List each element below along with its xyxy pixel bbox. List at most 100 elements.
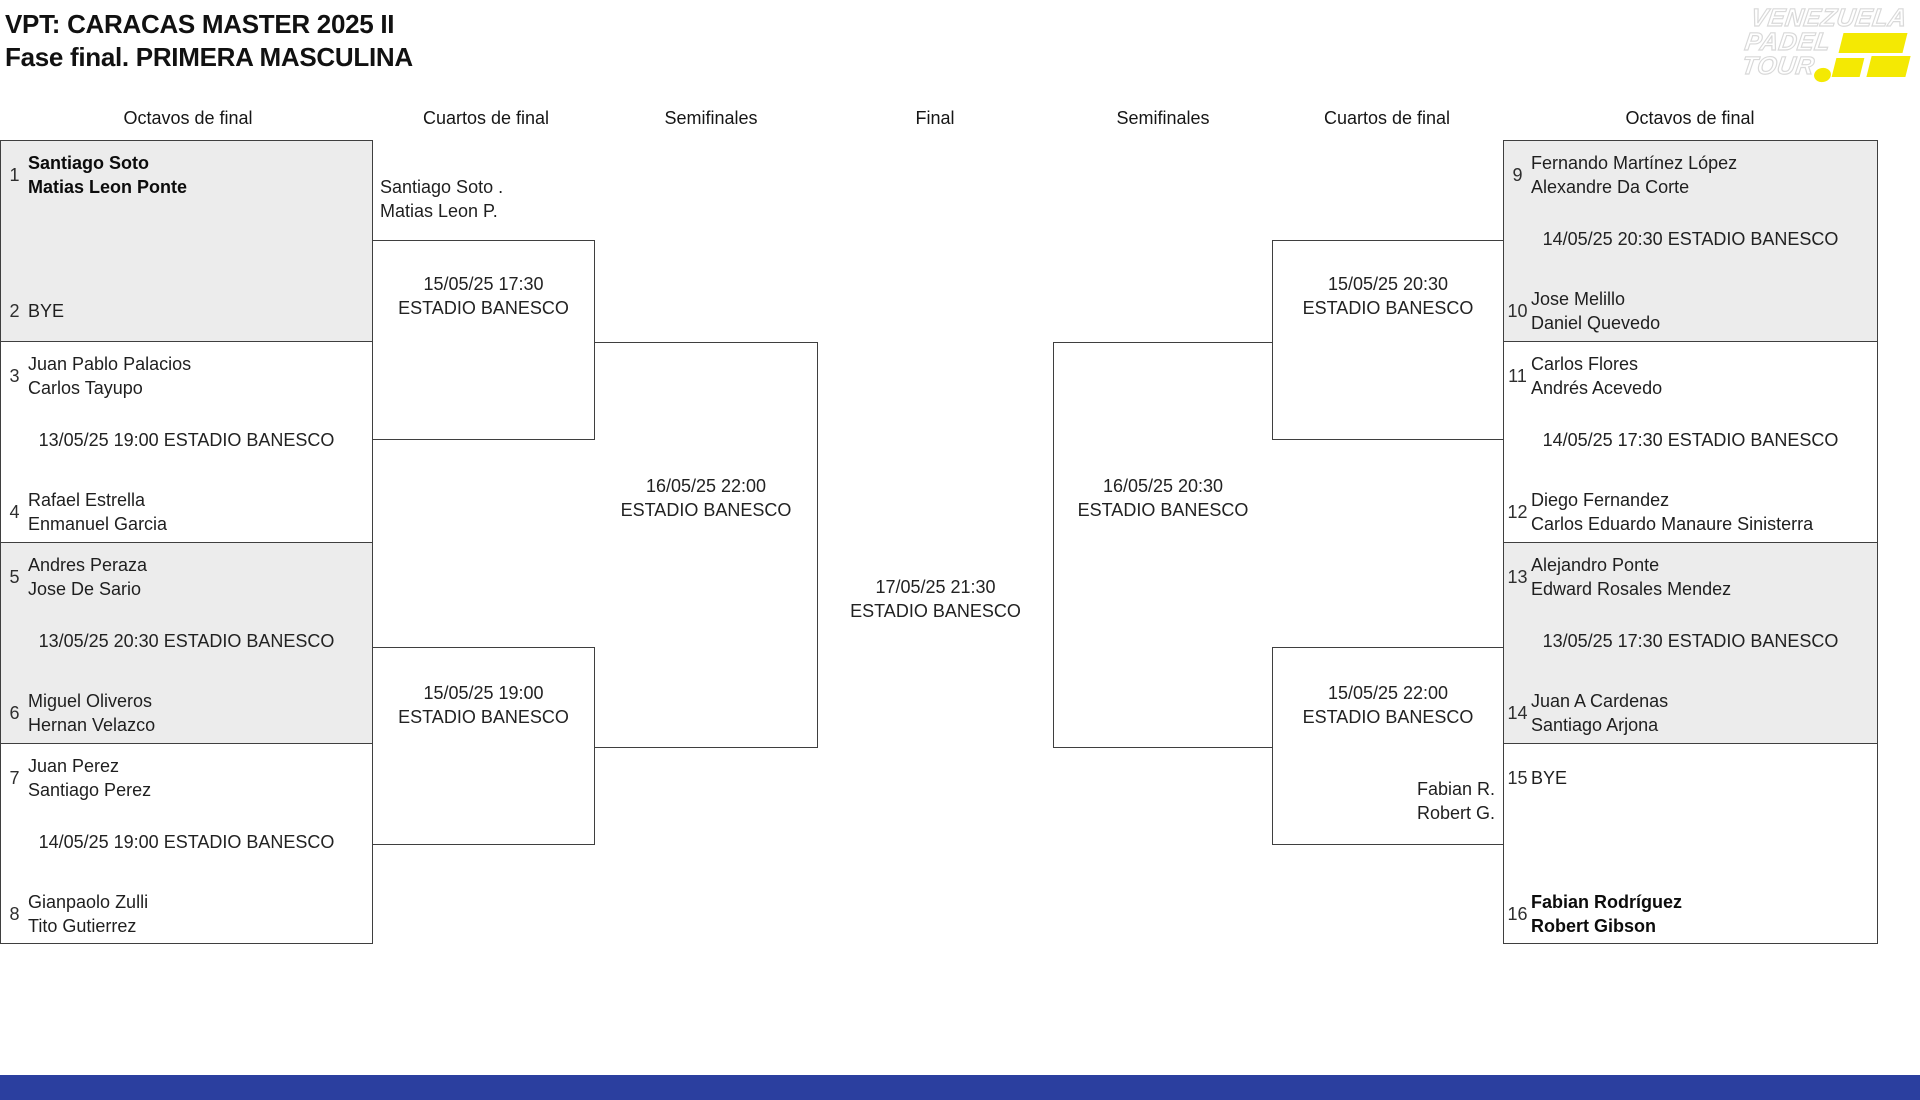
player-name: Jose Melillo — [1531, 289, 1626, 309]
page-subtitle: Fase final. PRIMERA MASCULINA — [5, 42, 413, 72]
player-name: Juan Pablo Palacios — [28, 354, 192, 374]
player-name: Hernan Velazco — [28, 715, 156, 735]
match-date: 15/05/25 20:30 — [1327, 274, 1449, 294]
page-title: VPT: CARACAS MASTER 2025 II — [5, 9, 395, 39]
round-header-final: Final — [915, 108, 955, 128]
round-header-cuartos-right: Cuartos de final — [1323, 108, 1451, 128]
round-header-semifinales-right: Semifinales — [1116, 108, 1210, 128]
player-name: Matias Leon P. — [380, 201, 498, 221]
logo-text-venezuela: VENEZUELA — [1748, 3, 1909, 32]
match-schedule: 13/05/25 20:30 ESTADIO BANESCO — [38, 631, 335, 651]
seed-number: 12 — [1507, 501, 1528, 522]
semifinal-box-right: 16/05/25 20:30 ESTADIO BANESCO — [1053, 342, 1272, 748]
player-name: Edward Rosales Mendez — [1531, 579, 1732, 599]
seed-number: 1 — [9, 164, 20, 185]
venezuela-padel-tour-logo: VENEZUELA PADEL TOUR — [1733, 3, 1915, 90]
match-venue: ESTADIO BANESCO — [850, 601, 1021, 621]
match-schedule: 14/05/25 19:00 ESTADIO BANESCO — [38, 832, 335, 852]
match-schedule: 13/05/25 17:30 ESTADIO BANESCO — [1542, 631, 1839, 651]
final-schedule: 17/05/25 21:30 ESTADIO BANESCO — [818, 575, 1053, 623]
logo-text-tour: TOUR — [1739, 51, 1817, 80]
seed-number: 3 — [9, 365, 20, 386]
match-venue: ESTADIO BANESCO — [1077, 500, 1249, 520]
match-venue: ESTADIO BANESCO — [398, 707, 569, 727]
player-name: Alexandre Da Corte — [1531, 177, 1690, 197]
advancing-team-left: Santiago Soto . Matias Leon P. — [380, 175, 503, 223]
match-date: 17/05/25 21:30 — [875, 577, 996, 597]
match-venue: ESTADIO BANESCO — [620, 500, 792, 520]
seed-number: 4 — [9, 501, 20, 522]
semifinal-box-left: 16/05/25 22:00 ESTADIO BANESCO — [595, 342, 818, 748]
match-schedule: 14/05/25 20:30 ESTADIO BANESCO — [1542, 229, 1839, 249]
seed-number: 11 — [1508, 365, 1527, 386]
player-name: Jose De Sario — [28, 579, 142, 599]
team-slot: 15 BYE — [1504, 752, 1877, 804]
player-name: Santiago Soto — [28, 153, 149, 173]
round-header-octavos-right: Octavos de final — [1625, 108, 1755, 128]
match-schedule: 14/05/25 17:30 ESTADIO BANESCO — [1542, 430, 1839, 450]
seed-number: 7 — [9, 767, 20, 788]
advancing-team-right: Fabian R. Robert G. — [1272, 777, 1495, 825]
seed-number: 10 — [1507, 300, 1528, 321]
player-name: Diego Fernandez — [1531, 490, 1670, 510]
seed-number: 13 — [1507, 566, 1528, 587]
logo-yellow-bar-icon — [1831, 58, 1865, 77]
player-name: Enmanuel Garcia — [28, 514, 168, 534]
footer-bar — [0, 1075, 1920, 1100]
quarterfinal-box-left-1: 15/05/25 17:30 ESTADIO BANESCO — [373, 240, 595, 440]
player-name: Carlos Eduardo Manaure Sinisterra — [1531, 514, 1814, 534]
player-name: BYE — [28, 301, 65, 321]
player-name: Carlos Flores — [1531, 354, 1639, 374]
match-venue: ESTADIO BANESCO — [1302, 707, 1474, 727]
player-name: Miguel Oliveros — [28, 691, 153, 711]
player-name: Daniel Quevedo — [1531, 313, 1661, 333]
seed-number: 9 — [1512, 164, 1523, 185]
match-date: 15/05/25 22:00 — [1327, 683, 1449, 703]
seed-number: 16 — [1507, 903, 1528, 924]
logo-yellow-bar-icon — [1838, 33, 1908, 53]
player-name: Santiago Perez — [28, 780, 152, 800]
player-name: Santiago Arjona — [1531, 715, 1659, 735]
player-name: Robert Gibson — [1531, 916, 1656, 936]
player-name: Fabian R. — [1416, 779, 1495, 799]
team-slot: 2 BYE — [1, 285, 372, 337]
quarterfinal-box-left-2: 15/05/25 19:00 ESTADIO BANESCO — [373, 647, 595, 845]
match-date: 15/05/25 17:30 — [423, 274, 544, 294]
player-name: Carlos Tayupo — [28, 378, 143, 398]
player-name: Robert G. — [1416, 803, 1495, 823]
logo-text-padel: PADEL — [1742, 27, 1833, 56]
logo-yellow-bar-icon — [1866, 56, 1911, 77]
match-schedule: 13/05/25 19:00 ESTADIO BANESCO — [38, 430, 335, 450]
player-name: Fabian Rodríguez — [1531, 892, 1683, 912]
player-name: Tito Gutierrez — [28, 916, 137, 936]
player-name: Andrés Acevedo — [1531, 378, 1663, 398]
player-name: Gianpaolo Zulli — [28, 892, 149, 912]
player-name: Juan Perez — [28, 756, 120, 776]
match-date: 16/05/25 20:30 — [1102, 476, 1224, 496]
round-header-semifinales-left: Semifinales — [664, 108, 758, 128]
quarterfinal-box-right-1: 15/05/25 20:30 ESTADIO BANESCO — [1272, 240, 1503, 440]
logo-yellow-dot-icon — [1812, 66, 1833, 84]
player-name: Juan A Cardenas — [1531, 691, 1669, 711]
seed-number: 14 — [1507, 702, 1528, 723]
